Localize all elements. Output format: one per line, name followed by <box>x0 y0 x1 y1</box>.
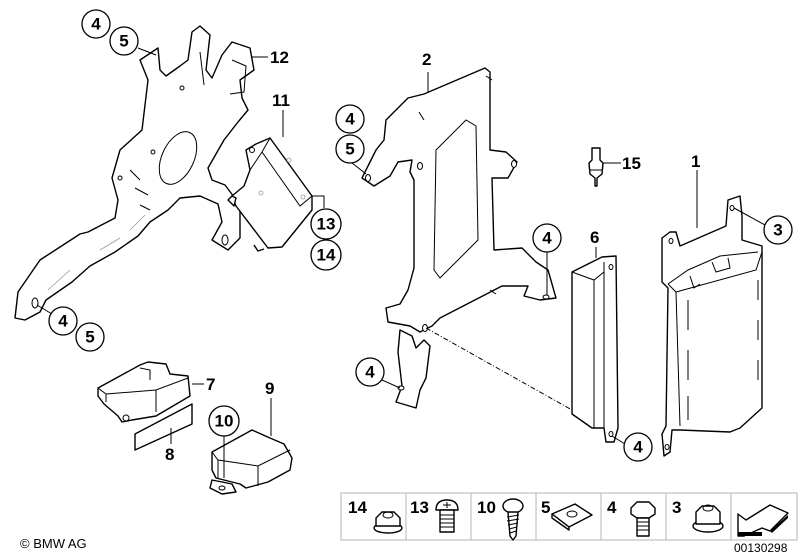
callout-5-top-left[interactable]: 5 <box>109 26 139 56</box>
part-15-sensor[interactable] <box>588 147 604 187</box>
label-7: 7 <box>206 375 215 394</box>
fastener-10-self-tapping-screw[interactable]: 10 <box>470 492 537 541</box>
direction-arrow-box <box>730 492 798 541</box>
label-2: 2 <box>422 50 431 69</box>
svg-text:5: 5 <box>541 498 550 517</box>
label-6: 6 <box>590 228 599 247</box>
svg-text:14: 14 <box>348 498 367 517</box>
part-7-sensor-module[interactable] <box>97 361 191 423</box>
fastener-legend: 14 13 10 <box>340 492 798 541</box>
hex-flange-nut-icon <box>692 504 724 533</box>
fastener-14-flange-nut[interactable]: 14 <box>340 492 407 541</box>
label-15: 15 <box>622 154 641 173</box>
fastener-4-hex-bolt[interactable]: 4 <box>600 492 667 541</box>
callout-5-mid[interactable]: 5 <box>335 134 365 164</box>
copyright-notice: © BMW AG <box>20 536 87 551</box>
svg-text:4: 4 <box>365 363 375 382</box>
clip-nut-icon <box>551 503 593 531</box>
svg-text:14: 14 <box>317 246 336 265</box>
label-8: 8 <box>165 445 174 464</box>
part-2-mounting-bracket[interactable] <box>361 67 557 409</box>
part-6-module[interactable] <box>571 255 619 443</box>
label-1: 1 <box>691 152 700 171</box>
svg-text:5: 5 <box>119 32 128 51</box>
svg-text:3: 3 <box>773 221 782 240</box>
fastener-3-hex-flange-nut[interactable]: 3 <box>665 492 732 541</box>
svg-text:3: 3 <box>672 498 681 517</box>
svg-text:10: 10 <box>215 412 234 431</box>
torx-bolt-icon <box>435 499 459 533</box>
flange-nut-icon <box>373 511 403 534</box>
callout-10[interactable]: 10 <box>208 405 240 437</box>
label-12: 12 <box>270 48 289 67</box>
label-9: 9 <box>265 379 274 398</box>
fastener-13-torx-bolt[interactable]: 13 <box>405 492 472 541</box>
arrow-icon <box>737 504 789 537</box>
svg-text:13: 13 <box>317 215 336 234</box>
svg-text:4: 4 <box>633 438 643 457</box>
self-tapping-screw-icon <box>502 498 524 541</box>
svg-text:10: 10 <box>477 498 496 517</box>
callout-13[interactable]: 13 <box>310 208 342 240</box>
callout-4-lower-bracket[interactable]: 4 <box>355 357 385 387</box>
part-8-pad[interactable] <box>134 403 193 451</box>
fastener-5-clip-nut[interactable]: 5 <box>535 492 602 541</box>
svg-text:5: 5 <box>85 328 94 347</box>
svg-text:4: 4 <box>91 15 101 34</box>
callout-14[interactable]: 14 <box>310 239 342 271</box>
svg-text:5: 5 <box>345 140 354 159</box>
hex-bolt-icon <box>630 501 656 537</box>
svg-text:4: 4 <box>345 110 355 129</box>
svg-text:13: 13 <box>410 498 429 517</box>
callout-5-bottom-left[interactable]: 5 <box>75 322 105 352</box>
callout-4-mid[interactable]: 4 <box>335 104 365 134</box>
part-11-control-unit[interactable] <box>227 137 313 252</box>
callout-3-module-1[interactable]: 3 <box>763 215 793 245</box>
diagram-number: 00130298 <box>734 541 788 555</box>
part-12-bracket[interactable] <box>14 25 255 321</box>
callout-4-module-6[interactable]: 4 <box>623 432 653 462</box>
svg-text:4: 4 <box>607 498 617 517</box>
svg-text:4: 4 <box>542 229 552 248</box>
part-1-control-unit[interactable] <box>661 195 763 457</box>
label-11: 11 <box>272 91 290 110</box>
callout-4-bracket-right[interactable]: 4 <box>532 223 562 253</box>
part-9-airbag-unit[interactable] <box>209 429 293 495</box>
svg-text:4: 4 <box>58 312 68 331</box>
callout-4-bottom-left[interactable]: 4 <box>48 306 78 336</box>
callout-4-top-left[interactable]: 4 <box>81 9 111 39</box>
